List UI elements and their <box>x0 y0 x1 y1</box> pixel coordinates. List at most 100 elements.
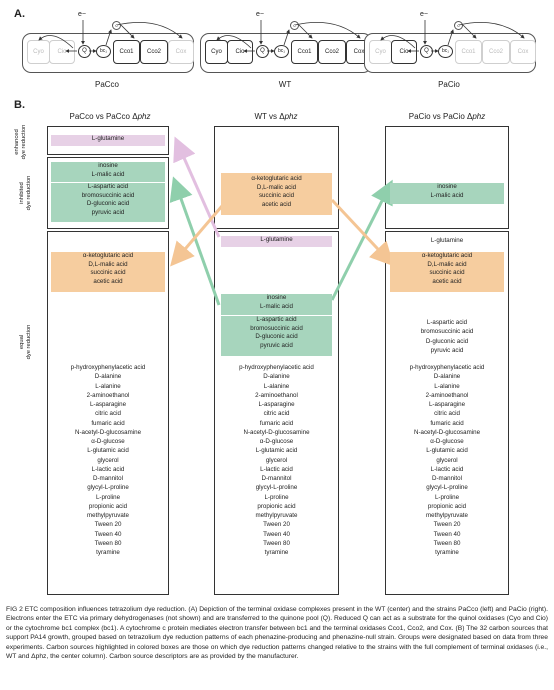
carbon-source: L-malic acid <box>259 302 293 310</box>
arrow-center-glutamine-to-left-enhanced <box>173 136 221 238</box>
quinone-pool: Q <box>420 45 433 58</box>
figure-caption: FIG 2 ETC composition influences tetrazo… <box>6 606 548 661</box>
flow-arrow <box>294 22 361 39</box>
carbon-source: bromosuccinic acid <box>420 328 474 336</box>
complex-cio: Cio <box>391 40 417 64</box>
carbon-source: Tween 40 <box>433 530 461 538</box>
carbon-source: D,L-malic acid <box>88 260 128 268</box>
carbon-source: L-proline <box>434 493 460 501</box>
carbon-source: L-malic acid <box>91 170 125 178</box>
carbon-source: α-D-glucose <box>430 438 464 445</box>
carbon-source: N-acetyl-D-glucosamine <box>413 428 481 436</box>
flow-arrow <box>116 22 183 39</box>
carbon-source: glycyl-L-proline <box>255 484 298 492</box>
carbon-source: L-glutamic acid <box>255 447 298 455</box>
carbon-source: L-asparagine <box>89 401 127 408</box>
carbon-source: pyruvic acid <box>430 346 464 354</box>
carbon-source: L-asparagine <box>428 401 466 408</box>
complex-cco1: Cco1 <box>455 40 482 64</box>
carbon-source: Tween 80 <box>94 539 122 547</box>
carbon-source: fumaric acid <box>91 419 125 427</box>
carbon-source: α-D-glucose <box>91 438 125 445</box>
complex-cox: Cox <box>510 40 536 64</box>
complex-cio: Cio <box>49 40 75 64</box>
carbon-source: L-glutamine <box>91 135 125 142</box>
carbon-source: D-mannitol <box>432 475 462 482</box>
carbon-source: D-alanine <box>94 373 122 381</box>
center-equal-box <box>214 231 339 595</box>
panel-b-label: B. <box>14 99 25 111</box>
carbon-source: succinic acid <box>429 269 465 276</box>
carbon-source: p-hydroxyphenylacetic acid <box>409 364 485 371</box>
carbon-source: methylpyruvate <box>426 512 468 519</box>
carbon-source: acetic acid <box>261 200 292 208</box>
electron-flow-arrows <box>38 20 183 53</box>
carbon-source: acetic acid <box>93 277 123 285</box>
arrow-center-green-to-right-inhibited <box>330 179 393 301</box>
complex-cco1: Cco1 <box>291 40 318 64</box>
carbon-source: N-acetyl-D-glucosamine <box>243 428 310 436</box>
carbon-source: D,L-malic acid <box>427 260 467 268</box>
carbon-source: L-glutamic acid <box>426 447 468 455</box>
quinone-pool: Q <box>78 45 91 58</box>
cytochrome-c: c <box>454 21 463 30</box>
carbon-source: tyramine <box>435 549 459 556</box>
carbon-source: 2-aminoethanol <box>425 391 469 399</box>
complex-cco2: Cco2 <box>140 40 168 64</box>
carbon-source: Tween 20 <box>263 521 290 529</box>
carbon-source: citric acid <box>95 410 121 418</box>
carbon-source: pyruvic acid <box>260 341 293 349</box>
flow-arrow <box>380 35 416 49</box>
carbon-source: glycyl-L-proline <box>426 484 468 492</box>
carbon-source: succinic acid <box>258 192 295 199</box>
carbon-source: D-gluconic acid <box>425 337 469 345</box>
carbon-source: inosine <box>98 162 118 169</box>
carbon-source: tyramine <box>96 549 120 556</box>
carbon-source: Tween 20 <box>433 521 461 529</box>
flow-arrow <box>458 22 525 39</box>
carbon-source: D,L-malic acid <box>256 183 297 191</box>
right-inhibited-box <box>385 126 509 229</box>
carbon-source: succinic acid <box>90 269 126 276</box>
flow-arrow <box>216 35 252 49</box>
carbon-source: Tween 80 <box>433 539 461 547</box>
carbon-source: L-alanine <box>95 382 121 390</box>
carbon-source: L-lactic acid <box>430 465 464 473</box>
carbon-source: p-hydroxyphenylacetic acid <box>239 364 314 371</box>
left-equal-box <box>47 231 169 595</box>
carbon-source: D-mannitol <box>93 475 123 482</box>
carbon-source: pyruvic acid <box>91 208 125 216</box>
arrow-center-green-to-left-inhibited <box>169 176 221 306</box>
carbon-source: L-glutamine <box>430 237 464 244</box>
carbon-source: Tween 40 <box>94 530 122 538</box>
flow-arrow <box>38 35 74 49</box>
carbon-source: methylpyruvate <box>87 512 129 519</box>
carbon-source: L-lactic acid <box>260 465 293 473</box>
carbon-source: L-glutamic acid <box>87 447 129 455</box>
cytochrome-c: c <box>112 21 121 30</box>
carbon-source: L-alanine <box>434 382 460 390</box>
carbon-source: L-alanine <box>263 382 290 390</box>
carbon-source: L-malic acid <box>430 191 464 199</box>
carbon-source: D-gluconic acid <box>255 333 298 340</box>
complex-cco1: Cco1 <box>113 40 140 64</box>
left-inhibited-box <box>47 157 169 229</box>
carbon-source: D-mannitol <box>261 475 292 482</box>
center-equal-pink-highlight: L-glutamine <box>221 236 332 247</box>
carbon-source: acetic acid <box>432 277 462 285</box>
carbon-source: α-D-glucose <box>259 438 294 445</box>
quinone-pool: Q <box>256 45 269 58</box>
carbon-source: D-alanine <box>263 373 290 381</box>
carbon-source: fumaric acid <box>430 419 464 427</box>
electron-flow-arrows <box>380 20 525 53</box>
arrow-center-orange-to-right-equal <box>330 198 395 267</box>
carbon-source: inosine <box>437 183 457 190</box>
electron-flow-arrows <box>216 20 361 53</box>
